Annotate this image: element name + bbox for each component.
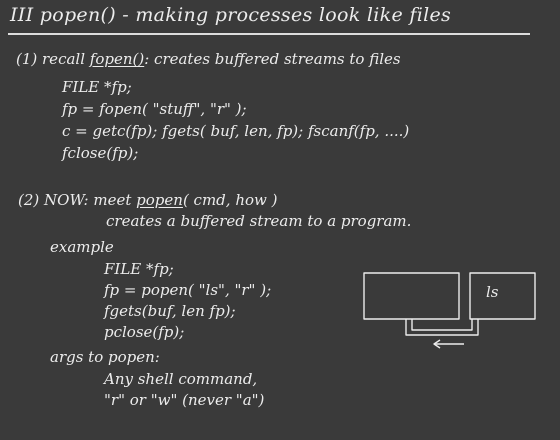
args-line: Any shell command, — [104, 370, 258, 388]
example-code-line: fgets(buf, len fp); — [104, 302, 236, 320]
example-code-line: fp = popen( "ls", "r" ); — [104, 281, 272, 299]
section2-suffix: ( cmd, how ) — [182, 191, 278, 209]
code-line: fp = fopen( "stuff", "r" ); — [62, 100, 247, 118]
pipe-outer — [405, 319, 479, 336]
program-box — [363, 272, 460, 320]
section2-prefix: (2) NOW: meet — [18, 191, 137, 209]
section1-suffix: : creates buffered streams to files — [144, 50, 401, 68]
ls-box-label: ls — [486, 283, 499, 301]
section1-prefix: (1) recall — [16, 50, 90, 68]
code-line: c = getc(fp); fgets( buf, len, fp); fsca… — [62, 122, 410, 140]
fopen-term: fopen() — [89, 50, 145, 68]
code-line: FILE *fp; — [62, 78, 132, 96]
section2-description: creates a buffered stream to a program. — [106, 212, 412, 230]
popen-term: popen — [136, 191, 183, 209]
page-title: III popen() - making processes look like… — [10, 4, 452, 26]
flow-arrow-head — [433, 339, 441, 349]
section2-heading: (2) NOW: meet popen( cmd, how ) — [18, 193, 277, 208]
example-code-line: pclose(fp); — [104, 323, 185, 341]
ls-box — [469, 272, 536, 320]
example-code-line: FILE *fp; — [104, 260, 174, 278]
args-line: "r" or "w" (never "a") — [104, 391, 265, 409]
code-line: fclose(fp); — [62, 144, 139, 162]
pipe-inner — [411, 319, 473, 331]
title-underline — [8, 33, 530, 35]
args-label: args to popen: — [50, 348, 160, 366]
example-label: example — [50, 238, 114, 256]
section1-heading: (1) recall fopen(): creates buffered str… — [16, 52, 401, 67]
